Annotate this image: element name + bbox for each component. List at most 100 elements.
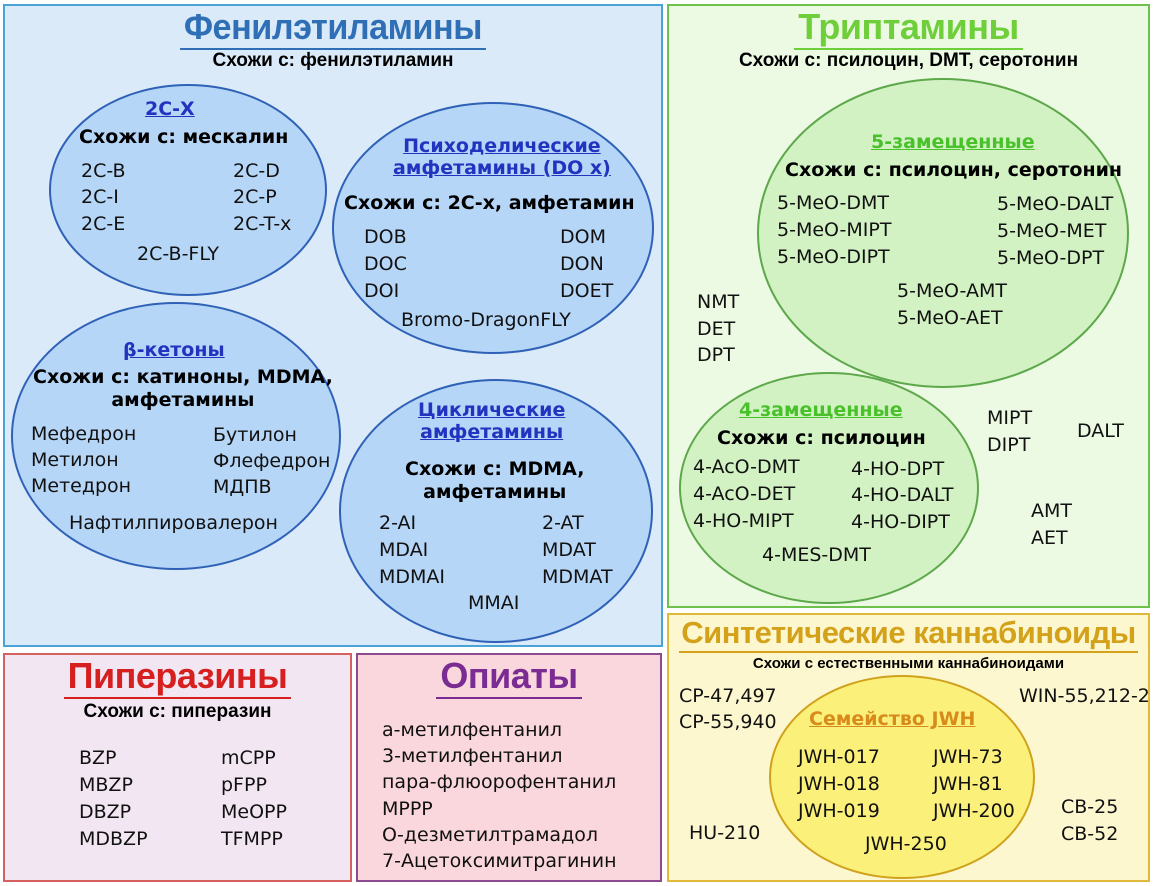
item-mipt: MIPT — [987, 407, 1033, 429]
opiates-panel: Опиаты а-метилфентанил 3-метилфентанил п… — [356, 653, 662, 882]
item-dob: DOB — [364, 226, 407, 248]
ellipse-do-x — [332, 102, 654, 354]
item-2c-b: 2C-B — [81, 160, 126, 182]
ellipse-4-substituted — [679, 372, 979, 604]
5-substituted-subtitle: Схожи с: псилоцин, серотонин — [785, 159, 1123, 181]
item-3-methylfentanyl: 3-метилфентанил — [382, 745, 563, 767]
item-dalt: DALT — [1077, 420, 1124, 442]
2c-x-subtitle: Схожи с: мескалин — [79, 126, 289, 148]
item-mdbzp: MDBZP — [79, 828, 148, 850]
item-5-meo-aet: 5-MeO-AET — [897, 307, 1003, 329]
item-flephedrone: Флефедрон — [213, 450, 331, 472]
item-4-mes-dmt: 4-MES-DMT — [762, 544, 871, 566]
ellipse-2c-x — [49, 84, 327, 296]
item-2c-t-x: 2C-T-x — [233, 213, 292, 235]
item-amt: AMT — [1031, 500, 1072, 522]
5-substituted-title: 5-замещенные — [871, 131, 1035, 153]
cannabinoids-subtitle: Схожи с естественными каннабиноидами — [752, 655, 1065, 672]
item-dipt: DIPT — [987, 434, 1031, 456]
item-doet: DOET — [560, 280, 614, 302]
item-pfpp: pFPP — [221, 774, 267, 796]
item-cp-47497: CP-47,497 — [679, 685, 777, 707]
item-metedrone: Метедрон — [31, 475, 132, 497]
item-para-fluorofentanyl: пара-флюорофентанил — [382, 771, 617, 793]
item-2-ai: 2-AI — [379, 512, 417, 534]
item-det: DET — [697, 318, 736, 340]
phenethylamines-title: Фенилэтиламины — [5, 6, 661, 50]
item-mmai: MMAI — [468, 592, 520, 614]
ellipse-beta-ketones — [11, 302, 341, 570]
item-5-meo-mipt: 5-MeO-MIPT — [777, 219, 892, 241]
item-dpt: DPT — [697, 344, 735, 366]
tryptamines-subtitle: Схожи с: псилоцин, DMT, серотонин — [738, 50, 1079, 71]
item-meopp: MeOPP — [221, 801, 287, 823]
item-doc: DOC — [364, 253, 407, 275]
item-jwh-018: JWH-018 — [798, 773, 880, 795]
do-x-title: Психоделические амфетамины (DO x) — [393, 135, 611, 180]
item-butylone: Бутилон — [213, 424, 297, 446]
do-x-title-line1: Психоделические — [403, 135, 601, 157]
beta-ketones-subtitle: Схожи с: катиноны, MDMA, амфетамины — [33, 366, 333, 412]
item-mdpv: МДПВ — [213, 476, 272, 498]
item-4-ho-dipt: 4-HO-DIPT — [851, 511, 950, 533]
item-2c-d: 2C-D — [233, 160, 280, 182]
jwh-family-title: Семейство JWH — [809, 708, 976, 730]
item-4-ho-dpt: 4-HO-DPT — [851, 458, 945, 480]
item-bromo-dragonfly: Bromo-DragonFLY — [401, 309, 571, 331]
piperazines-subtitle: Схожи с: пиперазин — [83, 701, 272, 722]
cyclic-title-line1: Циклические — [418, 399, 566, 421]
item-tfmpp: TFMPP — [221, 828, 283, 850]
item-o-desmethyltramadol: О-дезметилтрамадол — [382, 824, 598, 846]
item-jwh-250: JWH-250 — [865, 833, 947, 855]
item-jwh-81: JWH-81 — [933, 773, 1003, 795]
item-2c-b-fly: 2C-B-FLY — [137, 243, 220, 265]
item-5-meo-dmt: 5-MeO-DMT — [777, 192, 889, 214]
item-dbzp: DBZP — [79, 801, 132, 823]
ellipse-cyclic-amphetamines — [339, 379, 653, 643]
item-4-aco-dmt: 4-AcO-DMT — [693, 456, 800, 478]
item-5-meo-dalt: 5-MeO-DALT — [997, 193, 1114, 215]
piperazines-title: Пиперазины — [5, 655, 350, 699]
item-5-meo-amt: 5-MeO-AMT — [897, 280, 1007, 302]
item-mdmat: MDMAT — [542, 566, 613, 588]
item-mephedrone: Мефедрон — [31, 423, 137, 445]
item-bzp: BZP — [79, 747, 117, 769]
2c-x-title: 2С-Х — [145, 98, 195, 120]
item-hu-210: HU-210 — [689, 822, 761, 844]
item-don: DON — [560, 253, 604, 275]
item-5-meo-met: 5-MeO-MET — [997, 220, 1107, 242]
tryptamines-title: Триптамины — [669, 6, 1148, 50]
item-doi: DOI — [364, 280, 400, 302]
item-jwh-73: JWH-73 — [933, 746, 1003, 768]
item-aet: AET — [1031, 527, 1068, 549]
cyclic-subtitle-line1: Схожи с: MDMA, — [405, 458, 585, 480]
item-cb-52: CB-52 — [1061, 823, 1119, 845]
ellipse-5-substituted — [757, 78, 1129, 388]
item-mdmai: MDMAI — [379, 566, 446, 588]
item-win-55212-2: WIN-55,212-2 — [1019, 685, 1150, 707]
beta-ketones-title: β-кетоны — [123, 339, 225, 361]
cyclic-amphetamines-title: Циклические амфетамины — [418, 399, 566, 444]
beta-ketones-subtitle-line1: Схожи с: катиноны, MDMA, — [33, 366, 333, 388]
item-jwh-017: JWH-017 — [798, 746, 880, 768]
item-methylone: Метилон — [31, 449, 119, 471]
item-2-at: 2-AT — [542, 512, 584, 534]
item-mppp: MPPP — [382, 798, 433, 820]
item-mbzp: MBZP — [79, 774, 133, 796]
item-2c-e: 2C-E — [81, 213, 126, 235]
item-a-methylfentanyl: а-метилфентанил — [382, 719, 563, 741]
item-4-ho-dalt: 4-HO-DALT — [851, 484, 954, 506]
tryptamines-panel: Триптамины Схожи с: псилоцин, DMT, серот… — [667, 4, 1150, 608]
cyclic-amphetamines-subtitle: Схожи с: MDMA, амфетамины — [405, 458, 584, 504]
item-7-acetoxymitragynine: 7-Ацетоксимитрагинин — [382, 850, 617, 872]
cannabinoids-panel: Синтетические каннабиноиды Схожи с естес… — [667, 613, 1150, 882]
item-cp-55940: CP-55,940 — [679, 711, 777, 733]
item-mcpp: mCPP — [221, 747, 276, 769]
piperazines-panel: Пиперазины Схожи с: пиперазин BZP mCPP M… — [3, 653, 352, 882]
item-2c-i: 2C-I — [81, 186, 119, 208]
do-x-subtitle: Схожи с: 2С-х, амфетамин — [344, 192, 635, 214]
phenethylamines-subtitle: Схожи с: фенилэтиламин — [212, 50, 454, 71]
item-naphthylpyrovalerone: Нафтилпировалерон — [69, 512, 278, 534]
item-4-aco-det: 4-AcO-DET — [693, 483, 796, 505]
phenethylamines-panel: Фенилэтиламины Схожи с: фенилэтиламин 2С… — [3, 4, 663, 647]
